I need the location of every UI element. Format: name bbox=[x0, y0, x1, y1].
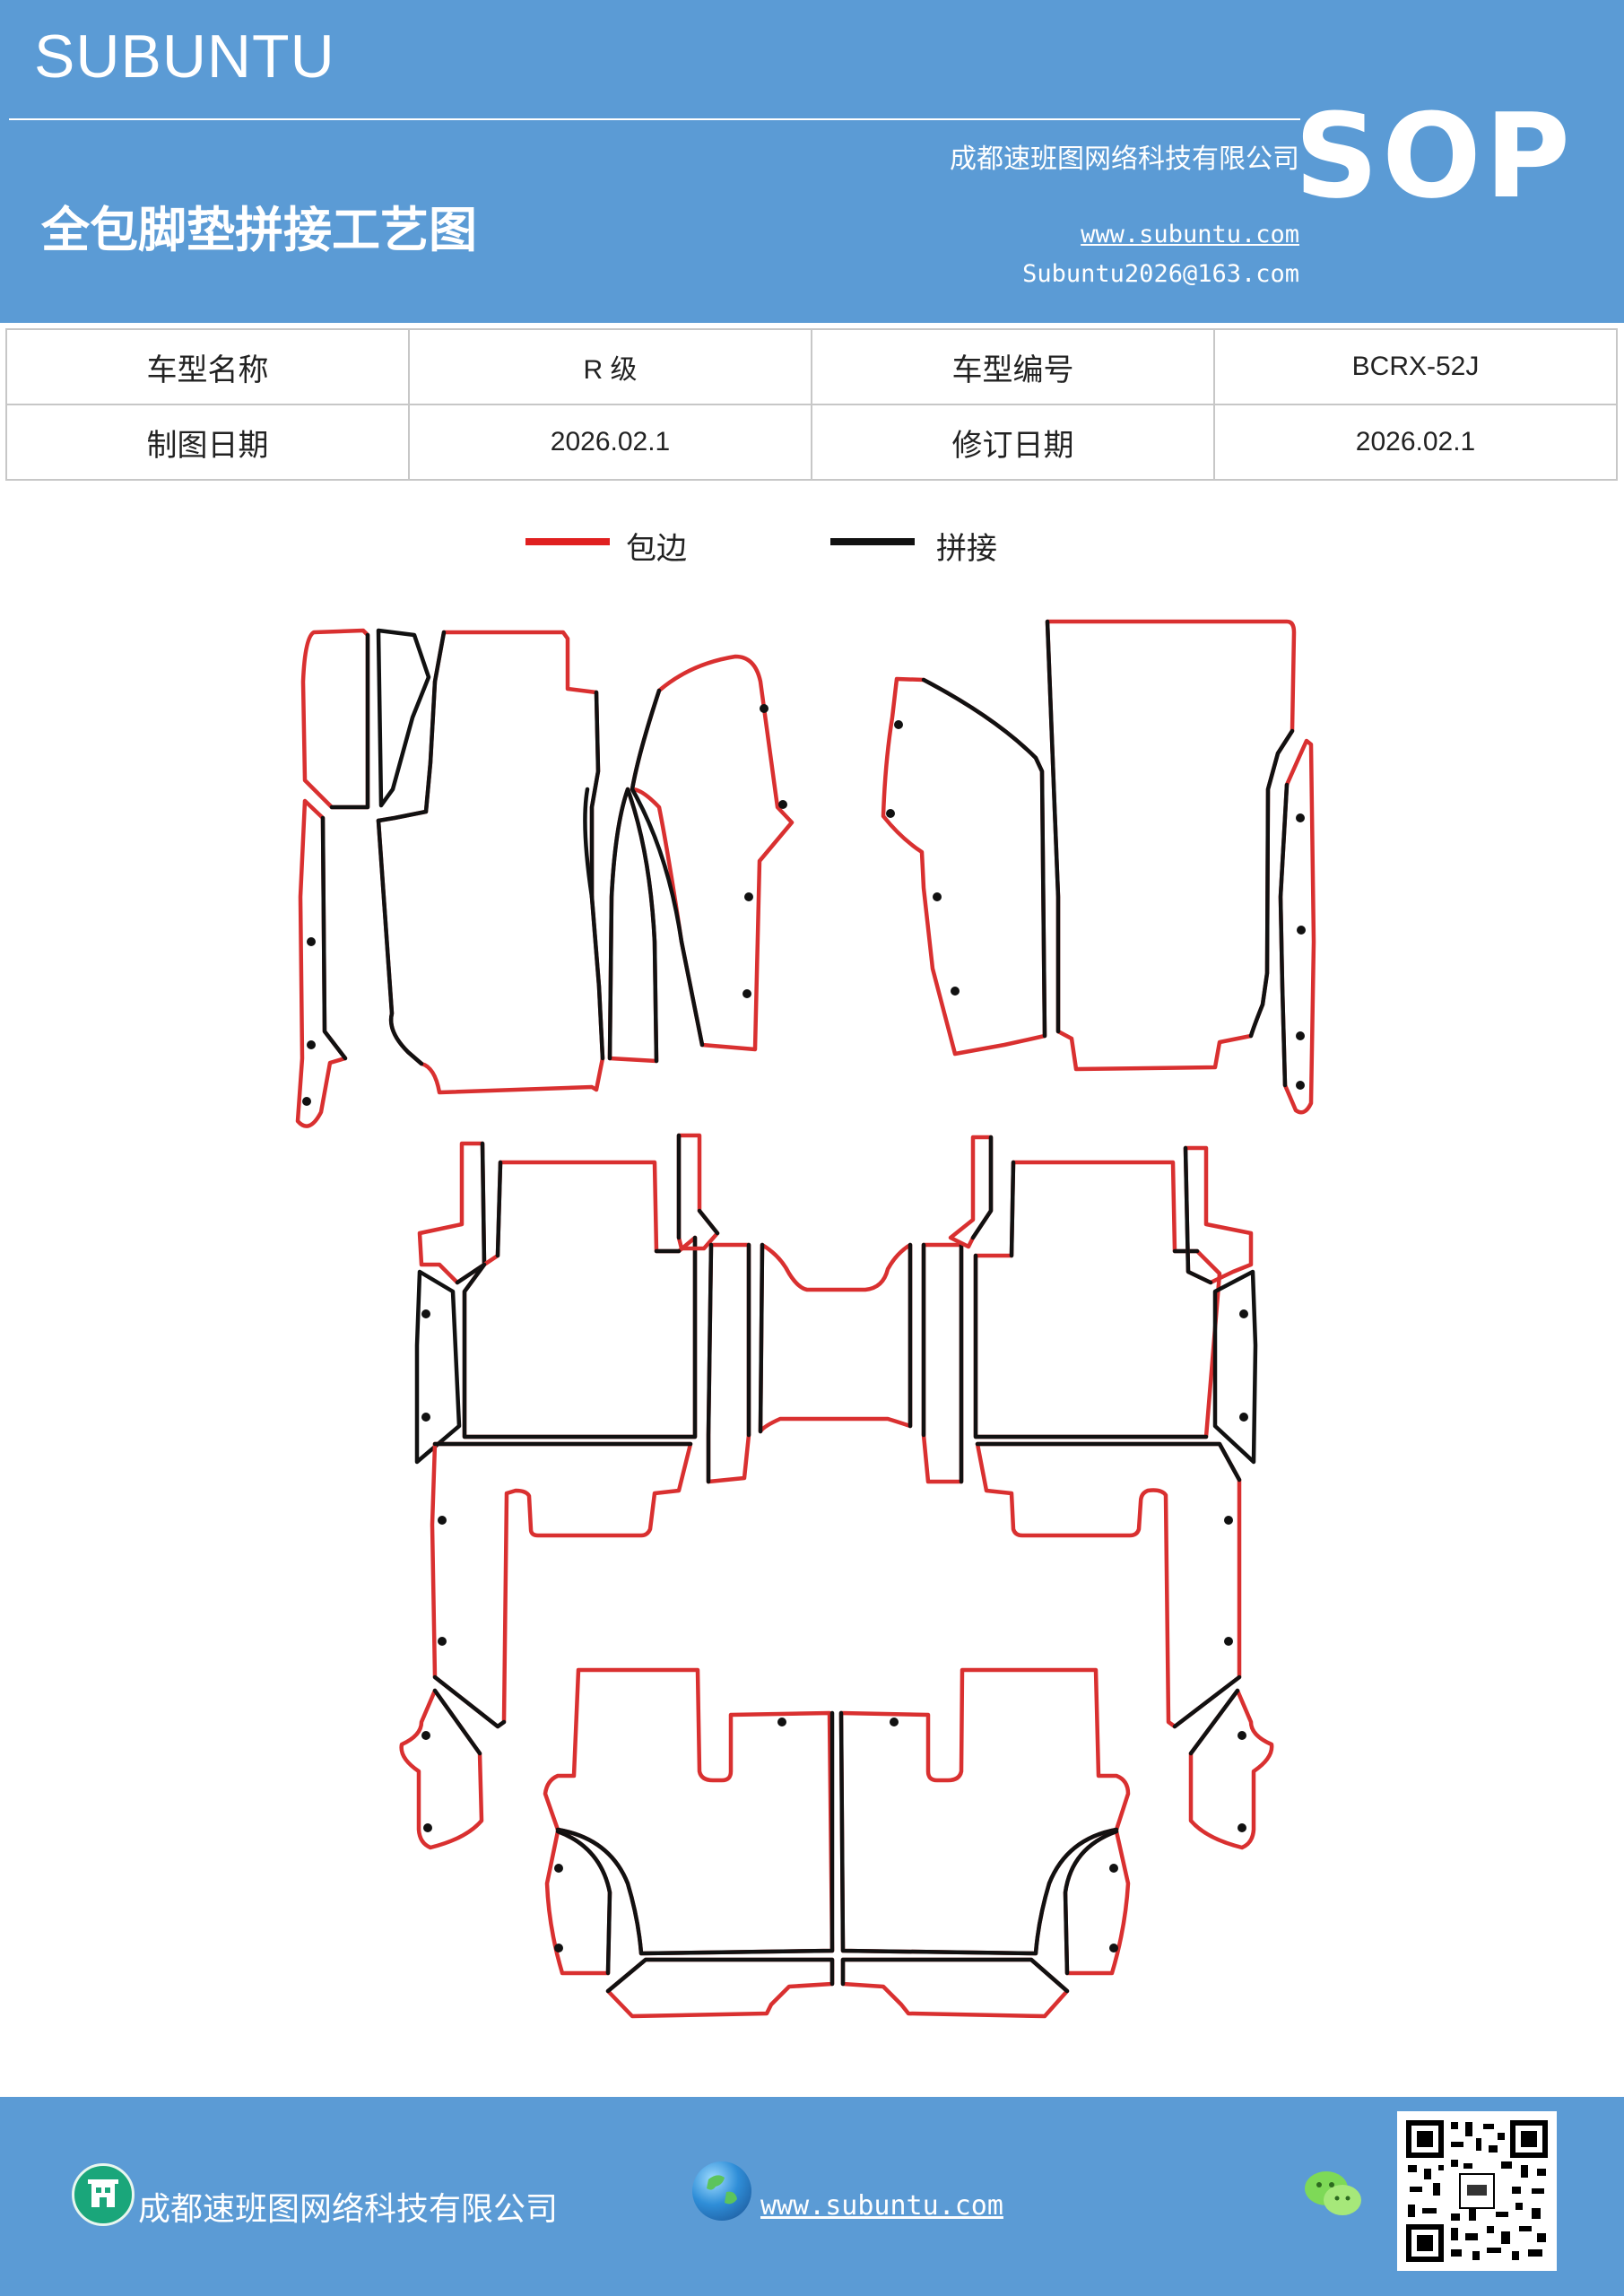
header-email-link[interactable]: Subuntu2026@163.com bbox=[1022, 260, 1299, 288]
legend-label-seam: 拼接 bbox=[936, 531, 997, 567]
table-cell: 制图日期 bbox=[5, 404, 410, 481]
table-cell: BCRX-52J bbox=[1213, 328, 1618, 405]
building-icon bbox=[72, 2163, 135, 2226]
page-title: 全包脚垫拼接工艺图 bbox=[41, 202, 477, 258]
globe-icon bbox=[692, 2161, 751, 2221]
vehicle-info-table: 车型名称 R 级 车型编号 BCRX-52J 制图日期 2026.02.1 修订… bbox=[5, 328, 1618, 481]
legend-swatch-seam bbox=[830, 538, 915, 545]
sop-badge: SOP bbox=[1294, 88, 1574, 224]
table-cell: 修订日期 bbox=[811, 404, 1215, 481]
table-cell: 2026.02.1 bbox=[408, 404, 812, 481]
table-cell: 车型编号 bbox=[811, 328, 1215, 405]
mat-piece-middle-right bbox=[948, 1135, 1258, 1465]
legend-label-edge: 包边 bbox=[626, 531, 687, 567]
mat-piece-front-right-tunnel bbox=[881, 676, 1047, 1057]
footer-website-link[interactable]: www.subuntu.com bbox=[760, 2190, 1003, 2222]
qr-code bbox=[1397, 2111, 1557, 2271]
legend-swatch-edge bbox=[525, 538, 610, 545]
header-website-link[interactable]: www.subuntu.com bbox=[1081, 221, 1299, 248]
table-cell: 2026.02.1 bbox=[1213, 404, 1618, 481]
footer-company: 成都速班图网络科技有限公司 bbox=[138, 2191, 559, 2228]
page-footer: 成都速班图网络科技有限公司 www.subuntu.com bbox=[0, 2097, 1624, 2296]
floor-mat-diagram bbox=[295, 619, 1316, 2019]
mat-piece-middle-left bbox=[414, 1133, 720, 1465]
mat-piece-middle-lower-left bbox=[399, 1441, 693, 1850]
mat-piece-middle-tunnel bbox=[706, 1242, 964, 1484]
table-cell: 车型名称 bbox=[5, 328, 410, 405]
diagram-legend: 包边 拼接 bbox=[0, 520, 1624, 574]
mat-piece-middle-lower-right bbox=[975, 1441, 1274, 1850]
mat-piece-front-right-main bbox=[1045, 619, 1316, 1115]
table-row: 制图日期 2026.02.1 修订日期 2026.02.1 bbox=[5, 404, 1618, 481]
header-company: 成都速班图网络科技有限公司 bbox=[950, 144, 1299, 175]
mat-piece-front-left-tunnel bbox=[583, 654, 795, 1064]
mat-piece-rear-right bbox=[838, 1667, 1131, 2019]
header-divider bbox=[9, 118, 1300, 120]
mat-piece-front-left-main bbox=[376, 630, 605, 1095]
brand-name: SUBUNTU bbox=[34, 22, 335, 91]
wechat-icon[interactable] bbox=[1302, 2167, 1365, 2221]
mat-piece-front-left-side bbox=[295, 628, 431, 1128]
mat-piece-rear-left bbox=[543, 1667, 835, 2019]
table-cell: R 级 bbox=[408, 328, 812, 405]
table-row: 车型名称 R 级 车型编号 BCRX-52J bbox=[5, 328, 1618, 405]
page-header: SUBUNTU 成都速班图网络科技有限公司 全包脚垫拼接工艺图 www.subu… bbox=[0, 0, 1624, 323]
